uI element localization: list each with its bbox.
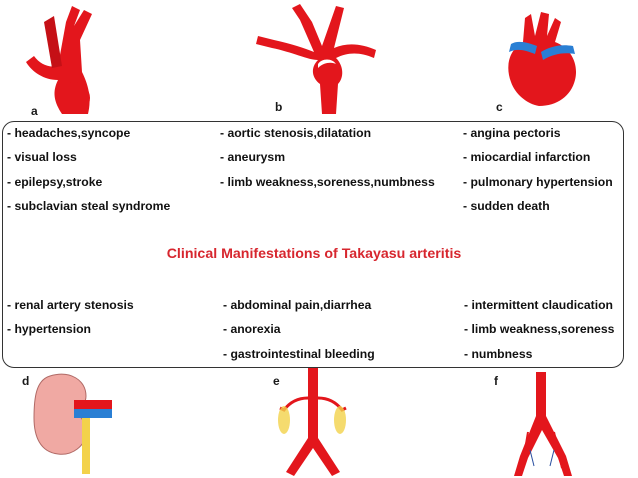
list-item: - gastrointestinal bleeding <box>223 346 375 361</box>
panel-label-a: a <box>31 104 38 118</box>
list-item: - headaches,syncope <box>7 126 131 140</box>
heart-illustration-c <box>508 12 577 106</box>
panel-label-f: f <box>494 374 498 388</box>
list-item: - visual loss <box>7 150 77 165</box>
list-item: - limb weakness,soreness,numbness <box>220 174 435 189</box>
bottom-column-kidney: - renal artery stenosis - hypertension <box>7 293 134 342</box>
manifestations-box: - headaches,syncope - visual loss - epil… <box>2 121 624 368</box>
list-item: - limb weakness,soreness <box>464 322 615 337</box>
panel-label-d: d <box>22 374 30 388</box>
list-item: - pulmonary hypertension <box>463 174 613 189</box>
list-item: - miocardial infarction <box>463 150 591 165</box>
panel-label-c: c <box>496 100 503 114</box>
aortic-arch-illustration-a <box>26 6 92 114</box>
list-item: - hypertension <box>7 322 91 337</box>
panel-label-e: e <box>273 374 280 388</box>
list-item: - subclavian steal syndrome <box>7 198 171 213</box>
list-item: - angina pectoris <box>463 126 561 140</box>
list-item: - aneurysm <box>220 150 286 165</box>
list-item: - numbness <box>464 346 533 361</box>
iliac-arteries-illustration-f <box>514 372 572 476</box>
abdominal-aorta-illustration-e <box>278 368 347 476</box>
diagram-title: Clinical Manifestations of Takayasu arte… <box>166 246 462 262</box>
bottom-column-limbs: - intermittent claudication - limb weakn… <box>464 293 614 366</box>
list-item: - sudden death <box>463 198 550 213</box>
top-column-heart: - angina pectoris - miocardial infarctio… <box>463 121 613 218</box>
list-item: - intermittent claudication <box>464 298 613 312</box>
list-item: - aortic stenosis,dilatation <box>220 126 372 140</box>
list-item: - abdominal pain,diarrhea <box>223 298 372 312</box>
top-column-aorta: - aortic stenosis,dilatation - aneurysm … <box>220 121 435 194</box>
list-item: - renal artery stenosis <box>7 298 134 312</box>
kidney-illustration-d <box>33 373 112 474</box>
panel-label-b: b <box>275 100 283 114</box>
list-item: - epilepsy,stroke <box>7 174 103 189</box>
bottom-column-abdomen: - abdominal pain,diarrhea - anorexia - g… <box>223 293 375 366</box>
top-column-head: - headaches,syncope - visual loss - epil… <box>7 121 170 218</box>
aortic-branches-illustration-b <box>256 4 376 114</box>
list-item: - anorexia <box>223 322 281 337</box>
